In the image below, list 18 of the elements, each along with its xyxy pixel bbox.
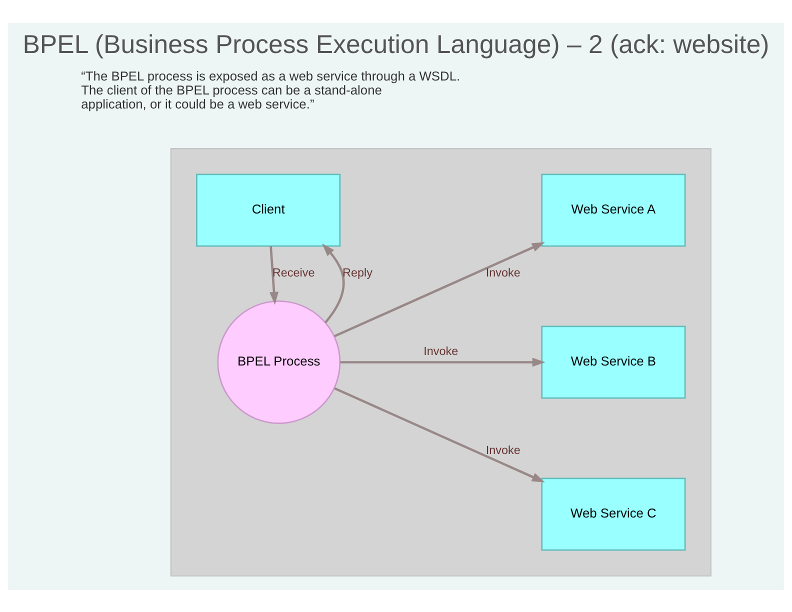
node-circle: BPEL Process: [217, 300, 341, 424]
arrow: [270, 246, 279, 304]
diagram-title: BPEL (Business Process Execution Language) – 2 (ack: website): [22, 30, 770, 59]
label: “The BPEL process is exposed as a web service through a WSDL. The client of the BPEL process can be a stand-alone application, or it could be a web service.”: [81, 68, 460, 111]
arrow: [334, 242, 545, 337]
node-box: Web Service B: [541, 325, 686, 398]
arrow: [322, 243, 345, 323]
edge-label: Invoke: [486, 266, 520, 280]
edge-label: Invoke: [424, 344, 458, 358]
cluster: [170, 148, 712, 576]
node-box: Web Service A: [541, 173, 686, 246]
node-box: Client: [196, 173, 341, 246]
edge-label: Receive: [272, 266, 315, 280]
arrow: [334, 386, 545, 482]
arrow: [340, 357, 546, 366]
edge-label: Reply: [342, 266, 373, 280]
node-box: Web Service C: [541, 477, 686, 550]
edge-label: Invoke: [486, 443, 520, 456]
